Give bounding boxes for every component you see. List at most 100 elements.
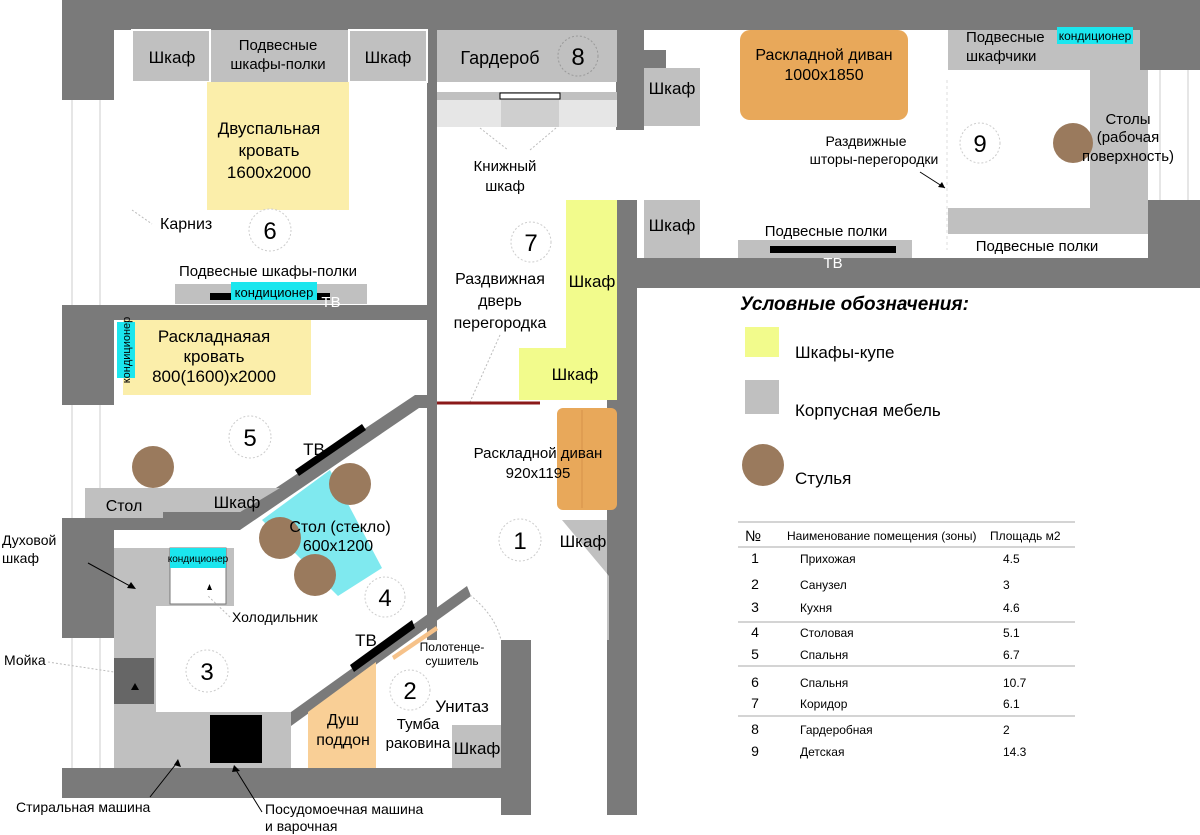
room-number-5: 5 [243, 425, 256, 452]
wardrobe-corridor-lower [519, 348, 617, 400]
tv-bedroom-label: ТВ [321, 294, 340, 311]
sofa-hall-label-1: Раскладной диван [474, 445, 603, 462]
legend-swatch-cabinet [745, 380, 779, 414]
ac-bedroom-label: кондиционер [235, 285, 314, 300]
dishwasher-label-2: и варочная [265, 818, 337, 834]
legend-label-cabinet: Корпусная мебель [795, 401, 941, 420]
ac-children [1057, 27, 1133, 44]
window-lines [71, 70, 1189, 768]
toilet-label: Унитаз [435, 697, 489, 716]
ac-kitchen-label: кондиционер [168, 554, 229, 565]
shower-label-2: поддон [316, 732, 370, 749]
table-row-7-name: Коридор [800, 697, 848, 711]
oven-label-1: Духовой [2, 532, 56, 548]
door-dressing [499, 92, 561, 100]
vanity-label-1: Тумба [397, 716, 440, 733]
room-number-3: 3 [200, 659, 213, 686]
sofa-hall-label-2: 920x1195 [506, 465, 571, 482]
wardrobe-left-label: Шкаф [149, 48, 196, 67]
wardrobe-left [131, 29, 211, 83]
room-number-9-circle [959, 122, 1001, 164]
bed-label-2: кровать [239, 141, 300, 160]
legend-label-chair: Стулья [795, 469, 851, 488]
dishwasher-label-1: Посудомоечная машина [265, 801, 424, 817]
ac-spalnya-label: кондиционер [121, 317, 133, 384]
table-row-5-name: Спальня [800, 648, 848, 662]
folding-bed [123, 320, 311, 395]
hanging-shelves-children-label: Подвесные полки [765, 223, 888, 240]
sofa-children [740, 30, 908, 120]
vanity-label-2: раковина [386, 735, 451, 752]
sliding-door-label-2: дверь [478, 293, 522, 310]
table-row-3-num: 3 [751, 599, 759, 615]
windows [62, 70, 1200, 768]
table-header-name: Наименование помещения (зоны) [787, 529, 976, 543]
cornice-label: Карниз [160, 216, 212, 233]
curtains-arrow [938, 182, 945, 188]
folding-bed-label-3: 800(1600)x2000 [152, 367, 276, 386]
legend: Условные обозначения: Шкафы-купе Корпусн… [740, 294, 969, 488]
hanging-shelves-top-label: Подвесные [239, 37, 318, 54]
sliding-door-label-3: перегородка [454, 315, 547, 332]
room-number-5-circle [228, 415, 272, 459]
tv-children-label: ТВ [823, 255, 842, 272]
tv-children [770, 246, 896, 253]
table-row-1-area: 4.5 [1003, 552, 1020, 566]
cornice-pointer [131, 209, 153, 225]
washer-label: Стиральная машина [16, 799, 151, 815]
sink-pointer [47, 661, 115, 673]
dishwasher-arrow [232, 765, 240, 772]
wardrobe-hall-label: Шкаф [560, 532, 607, 551]
table-row-7-area: 6.1 [1003, 697, 1020, 711]
table-row-5-area: 6.7 [1003, 648, 1020, 662]
bookcase-center [501, 100, 559, 127]
hanging-shelves-right-label: Подвесные полки [976, 238, 1099, 255]
washer-arrow [174, 759, 181, 767]
sliding-door-pointer [469, 334, 501, 403]
wardrobe-children-upper [644, 68, 700, 126]
ac-kitchen [170, 548, 226, 568]
room-number-1-circle [498, 518, 542, 562]
room-number-4: 4 [378, 585, 391, 612]
wardrobe-bath [452, 725, 501, 768]
ac-spalnya [117, 322, 135, 378]
ac-children-label: кондиционер [1059, 29, 1132, 43]
fridge-arrow [207, 584, 212, 590]
shower-label-1: Душ [327, 712, 359, 729]
wardrobe-children-lower [644, 200, 700, 258]
chair-dining-3 [294, 554, 336, 596]
sink-label: Мойка [4, 652, 46, 668]
desks-label-2: (рабочая [1097, 129, 1160, 146]
towel-dryer-label-1: Полотенце- [420, 640, 485, 654]
vanity [380, 712, 452, 768]
wardrobe-hall [562, 520, 609, 640]
table-row-5-num: 5 [751, 646, 759, 662]
wardrobe-children-upper-label: Шкаф [649, 79, 696, 98]
table-row-6-num: 6 [751, 674, 759, 690]
table-spalnya [85, 488, 163, 518]
room-number-7-circle [510, 221, 552, 263]
hanging-cabinets-label-1: Подвесные [966, 29, 1045, 46]
folding-bed-label-2: кровать [184, 347, 245, 366]
wardrobe-spalnya-label: Шкаф [214, 493, 261, 512]
desks-side [1090, 70, 1148, 208]
table-row-3-area: 4.6 [1003, 601, 1020, 615]
bed-label-3: 1600x2000 [227, 163, 311, 182]
fridge-pointer [207, 595, 231, 618]
washer-pointer [149, 763, 177, 798]
table-row-8-name: Гардеробная [800, 723, 873, 737]
table-row-6-name: Спальня [800, 676, 848, 690]
table-row-4-area: 5.1 [1003, 626, 1020, 640]
legend-title: Условные обозначения: [740, 294, 969, 315]
dressing-room-label: Гардероб [460, 48, 539, 68]
wardrobe-corridor-lower-label: Шкаф [552, 365, 599, 384]
fridge-label: Холодильник [232, 609, 318, 625]
table-row-6-area: 10.7 [1003, 676, 1027, 690]
desks-bottom [948, 208, 1148, 234]
tv-dining-label: ТВ [303, 440, 325, 459]
chair-dining-2 [259, 517, 301, 559]
towel-dryer [392, 626, 438, 660]
table-row-7-num: 7 [751, 695, 759, 711]
table-header-area: Площадь м2 [990, 529, 1061, 543]
